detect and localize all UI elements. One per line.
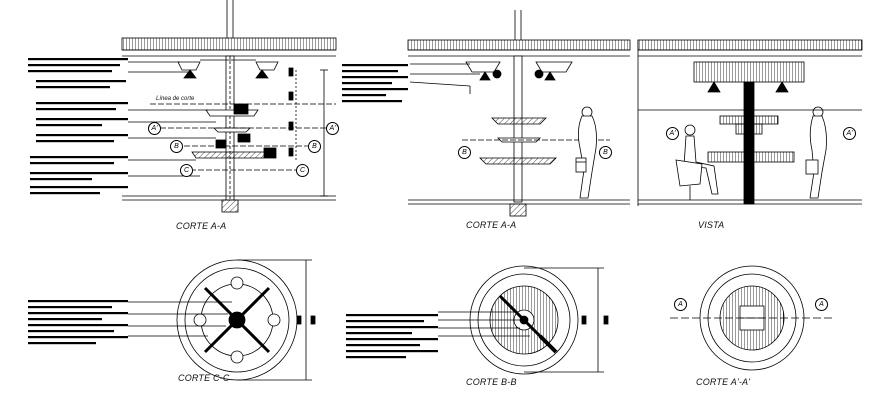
plan-corte-cc: [128, 259, 316, 381]
plan-corte-a1a1: [670, 265, 834, 371]
notes-bb-block: [346, 314, 438, 359]
plan-corte-bb: [438, 265, 609, 375]
marker-a-prime-vista-2: A': [843, 127, 856, 140]
seated-person-figure: [675, 124, 719, 200]
person-figure-mid: [575, 106, 597, 199]
caption-corte-a1a1: CORTE A'-A': [696, 377, 751, 387]
section-corte-aa-left: [121, 0, 337, 213]
caption-vista: VISTA: [698, 220, 725, 230]
marker-b-mid-2: B: [599, 146, 612, 159]
marker-b-left-1: B: [170, 140, 183, 153]
marker-c-left-2: C: [296, 164, 309, 177]
marker-c-left-1: C: [180, 164, 193, 177]
marker-a-plan-1: A: [674, 298, 687, 311]
standing-person-figure: [805, 106, 827, 199]
section-vista: [637, 39, 863, 206]
notes-cc-block: [28, 300, 128, 345]
marker-b-mid-1: B: [458, 146, 471, 159]
marker-a-plan-2: A: [815, 298, 828, 311]
caption-corte-bb: CORTE B-B: [466, 377, 517, 387]
caption-corte-aa-mid: CORTE A-A: [466, 220, 517, 230]
marker-a-prime-vista-1: A': [666, 127, 679, 140]
notes-mid-block: [342, 64, 408, 103]
linea-de-corte-label: Línea de corte: [156, 96, 195, 102]
marker-b-left-2: B: [308, 140, 321, 153]
marker-a-prime-left-2: A': [326, 122, 339, 135]
section-corte-aa-mid: [407, 10, 631, 217]
caption-corte-cc: CORTE C-C: [178, 373, 230, 383]
caption-corte-aa-left: CORTE A-A: [176, 221, 227, 231]
notes-left-block: [28, 58, 128, 195]
marker-a-prime-left-1: A': [148, 122, 161, 135]
